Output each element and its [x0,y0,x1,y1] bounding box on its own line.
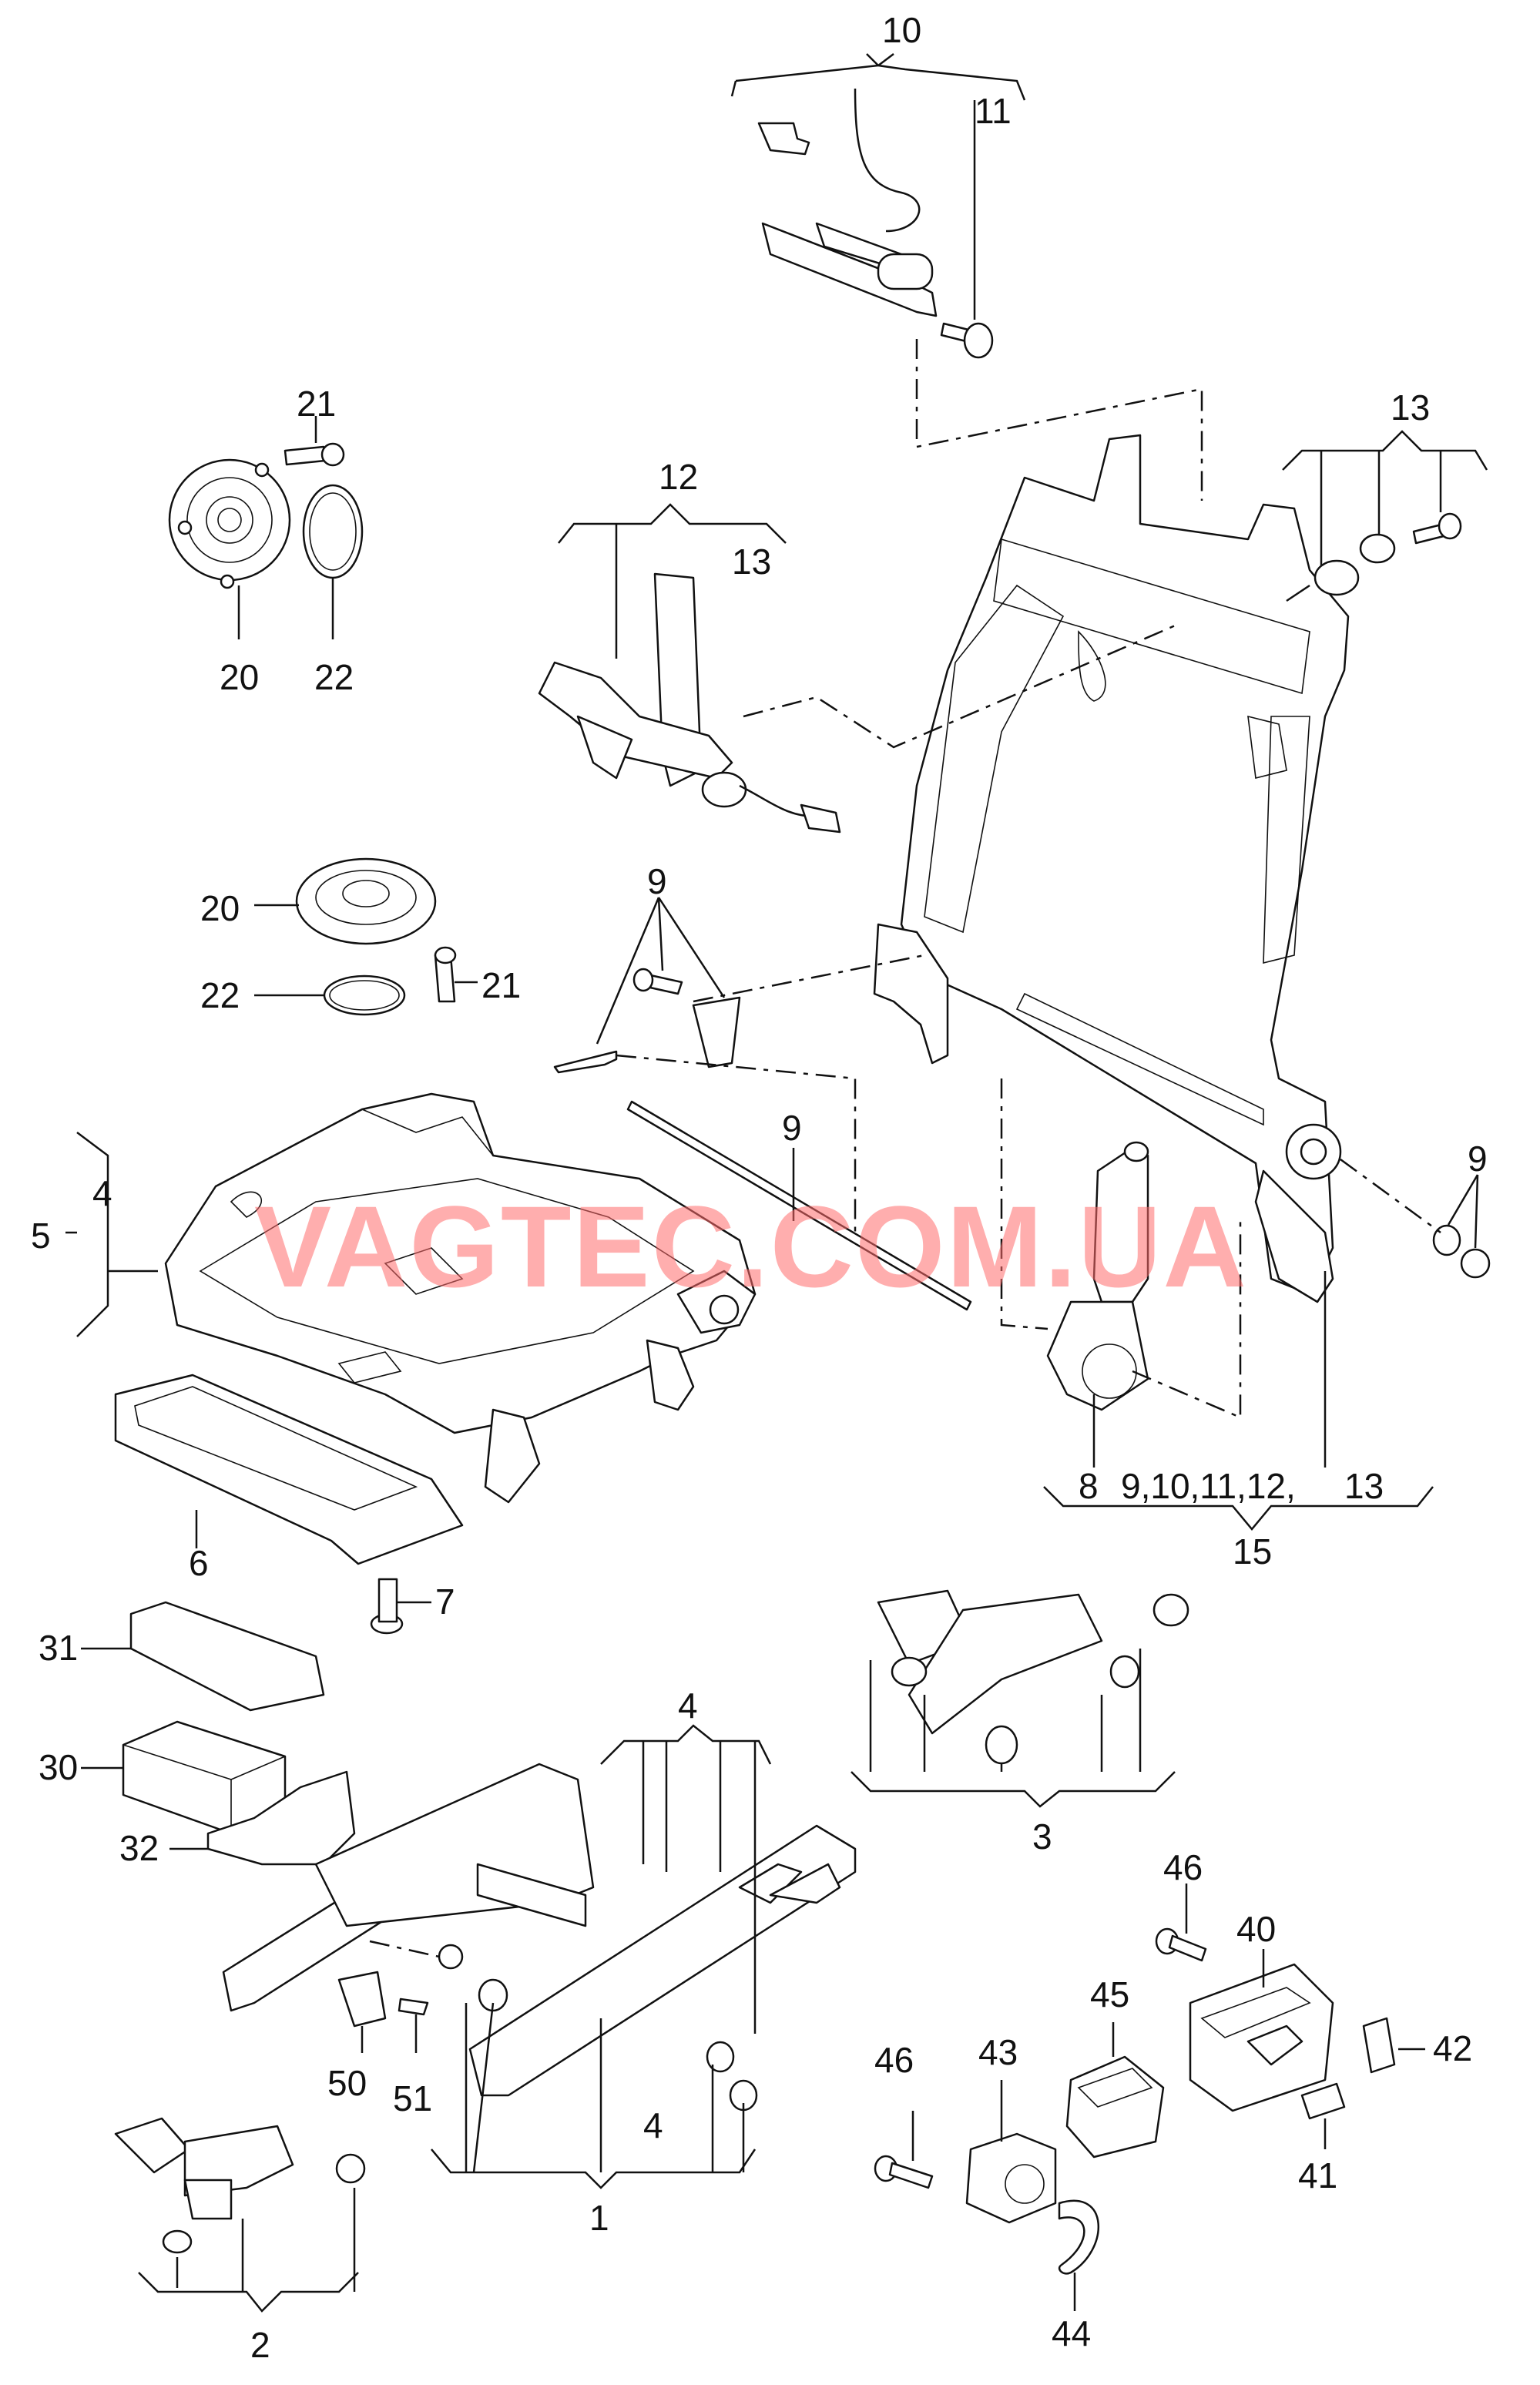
callout-21-lower: 21 [481,965,521,1005]
recliner-motor-part-8 [1000,1078,1242,1468]
callout-6: 6 [189,1543,209,1583]
callout-22-upper: 22 [314,657,354,697]
callout-42: 42 [1433,2028,1472,2068]
callout-9-right: 9 [1468,1139,1488,1179]
callout-20-lower: 20 [200,888,240,928]
cap-part-42 [1362,2017,1425,2074]
callout-51: 51 [393,2078,432,2118]
bolt-part-11 [940,322,994,359]
callout-20-upper: 20 [220,657,259,697]
bolt-part-7 [370,1578,431,1635]
callout-31: 31 [39,1628,78,1668]
callout-8: 8 [1079,1466,1099,1506]
callout-12: 12 [659,457,698,497]
callout-4-seat-pan: 4 [92,1173,112,1213]
motor-part-2 [114,2117,366,2313]
switch-part-43 [965,2080,1057,2224]
callout-4-guide: 4 [678,1686,698,1726]
callout-9-left: 9 [647,861,667,901]
callout-44: 44 [1052,2313,1091,2353]
callout-41: 41 [1298,2155,1337,2195]
callout-13-fittings: 13 [1391,387,1430,428]
callout-21-upper: 21 [297,384,336,424]
switch-part-40 [1189,1949,1334,2112]
callout-13-lumbar: 13 [732,542,771,582]
seat-back-frame [873,434,1350,1303]
guide-parts-4 [431,1724,772,2189]
callout-50: 50 [327,2063,367,2103]
callout-32: 32 [119,1828,159,1868]
callout-3: 3 [1032,1816,1052,1857]
callout-1: 1 [589,2198,609,2238]
fasteners-part-9 [553,897,1491,1311]
seat-rail-part-1 [222,1763,857,2112]
ring-part-44 [1058,2199,1100,2311]
callout-30: 30 [39,1747,78,1787]
callout-9-10-11-12: 9,10,11,12, [1121,1466,1296,1506]
callout-40: 40 [1236,1909,1276,1949]
screw-part-51 [398,1998,429,2053]
callout-46-lower: 46 [874,2040,914,2080]
screw-part-46-upper [1155,1884,1207,1962]
control-unit-part-30 [81,1720,287,1835]
fittings-part-13 [1282,430,1488,602]
cap-part-41 [1300,2082,1346,2149]
cover-plate-part-6 [114,1374,464,1565]
callout-13-frame: 13 [1344,1466,1384,1506]
switch-part-45 [1065,2022,1165,2159]
ring-part-22-lower [254,974,406,1016]
callout-15: 15 [1233,1531,1272,1572]
seat-pan-frame-part-5 [164,1092,757,1504]
callout-7: 7 [435,1582,455,1622]
callout-45: 45 [1090,1974,1129,2014]
callout-43: 43 [978,2032,1018,2072]
speaker-part-20-upper [168,458,291,639]
callout-4-rail: 4 [643,2105,663,2145]
stud-part-21-lower [434,946,478,1003]
callout-9-rod: 9 [782,1108,802,1148]
callout-11: 11 [975,91,1012,131]
callout-10: 10 [882,10,921,50]
callout-46-upper: 46 [1163,1847,1203,1887]
clip-part-50 [337,1971,387,2053]
holder-part-32 [169,1770,356,1866]
callout-22-lower: 22 [200,975,240,1015]
ring-part-22-upper [302,484,364,639]
speaker-part-20-lower [254,857,437,945]
stud-part-21-upper [284,416,345,467]
lumbar-module-part-12 [538,503,1179,834]
bracket-part-31 [81,1601,325,1712]
watermark-text: VAGTEC.COM.UA [254,1182,1248,1311]
height-motor-part-3 [851,1589,1189,1808]
screw-part-46-lower [874,2111,934,2189]
callout-2: 2 [250,2325,270,2365]
callout-5: 5 [31,1216,51,1256]
cable-assembly-part-10 [730,53,1026,320]
